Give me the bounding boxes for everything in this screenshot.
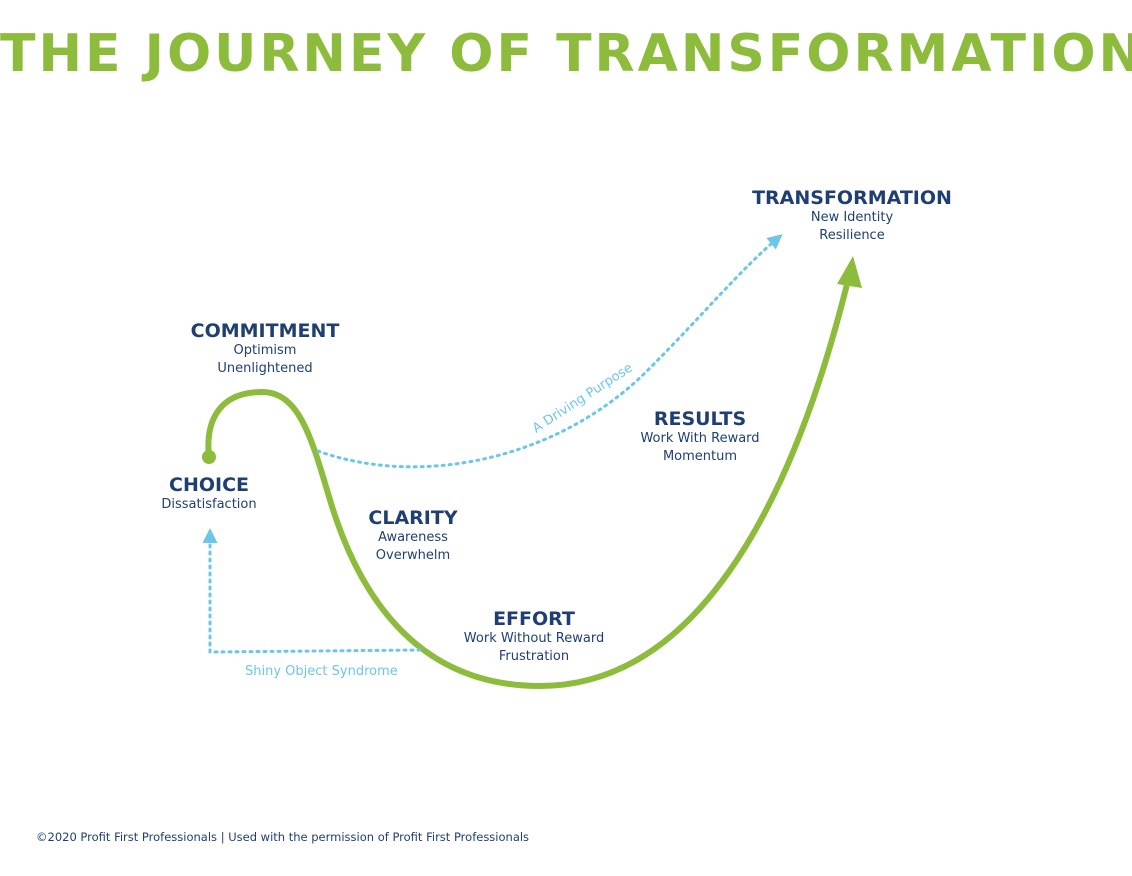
shiny-object-path [202, 528, 422, 654]
stage-transformation-title: TRANSFORMATION [752, 187, 952, 209]
stage-commitment-title: COMMITMENT [190, 320, 340, 342]
stage-commitment: COMMITMENT Optimism Unenlightened [191, 320, 340, 378]
stage-effort-title: EFFORT [493, 608, 575, 630]
stage-results-title: RESULTS [653, 408, 747, 430]
stage-clarity: CLARITY Awareness Overwhelm [368, 507, 457, 565]
copyright-footer: ©2020 Profit First Professionals | Used … [36, 830, 530, 844]
stage-choice: CHOICE Dissatisfaction [161, 474, 256, 514]
stage-effort-line-1: Work Without Reward [463, 631, 605, 646]
stage-results-line-2: Momentum [662, 449, 738, 464]
shiny-object-label: Shiny Object Syndrome [245, 664, 398, 679]
stage-choice-line-1: Dissatisfaction [161, 497, 257, 512]
stage-clarity-title: CLARITY [368, 507, 458, 529]
page-title: THE JOURNEY OF TRANSFORMATION [0, 24, 1132, 84]
stage-choice-title: CHOICE [169, 474, 249, 496]
driving-purpose-path [316, 234, 783, 469]
stage-results: RESULTS Work With Reward Momentum [640, 408, 759, 466]
stage-clarity-line-1: Awareness [378, 530, 448, 545]
stage-transformation: TRANSFORMATION New Identity Resilience [752, 187, 952, 245]
journey-start-dot [202, 450, 216, 464]
driving-purpose-label: A Driving Purpose [530, 361, 636, 437]
stage-transformation-line-1: New Identity [810, 210, 894, 225]
stage-effort: EFFORT Work Without Reward Frustration [464, 608, 604, 666]
stage-clarity-line-2: Overwhelm [375, 548, 451, 563]
stage-commitment-line-2: Unenlightened [217, 361, 313, 376]
journey-end-arrowhead [837, 256, 862, 288]
stage-commitment-line-1: Optimism [233, 343, 297, 358]
stage-results-line-1: Work With Reward [640, 431, 760, 446]
stage-transformation-line-2: Resilience [819, 228, 885, 243]
journey-curve [205, 269, 853, 690]
stage-effort-line-2: Frustration [498, 649, 570, 664]
